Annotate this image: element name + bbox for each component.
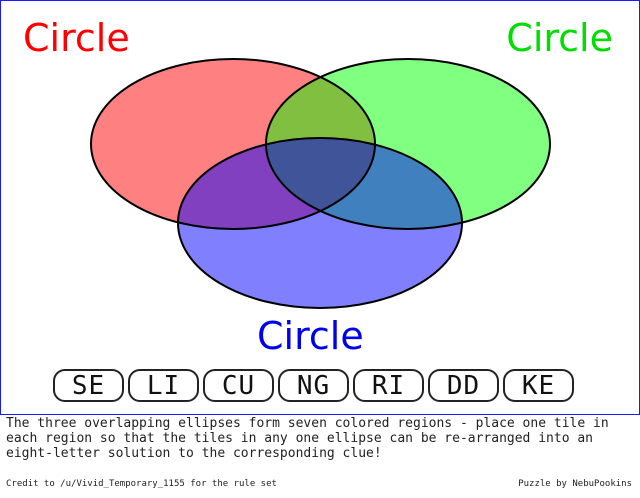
ellipse-blue-outline bbox=[177, 137, 463, 309]
puzzle-board: Circle Circle Circle SE LI CU NG RI DD K… bbox=[0, 0, 640, 415]
tile[interactable]: KE bbox=[503, 369, 574, 402]
tile[interactable]: RI bbox=[353, 369, 424, 402]
tile[interactable]: DD bbox=[428, 369, 499, 402]
tile[interactable]: NG bbox=[278, 369, 349, 402]
circle-label-green: Circle bbox=[506, 16, 613, 60]
credit-text: Credit to /u/Vivid_Temporary_1155 for th… bbox=[6, 479, 277, 489]
circle-label-blue: Circle bbox=[257, 314, 364, 358]
instructions-text: The three overlapping ellipses form seve… bbox=[6, 416, 609, 461]
tile[interactable]: CU bbox=[203, 369, 274, 402]
tile-tray: SE LI CU NG RI DD KE bbox=[53, 369, 574, 402]
tile[interactable]: LI bbox=[128, 369, 199, 402]
author-byline: Puzzle by NebuPookins bbox=[518, 479, 632, 489]
venn-diagram bbox=[90, 58, 551, 309]
tile[interactable]: SE bbox=[53, 369, 124, 402]
circle-label-red: Circle bbox=[23, 16, 130, 60]
